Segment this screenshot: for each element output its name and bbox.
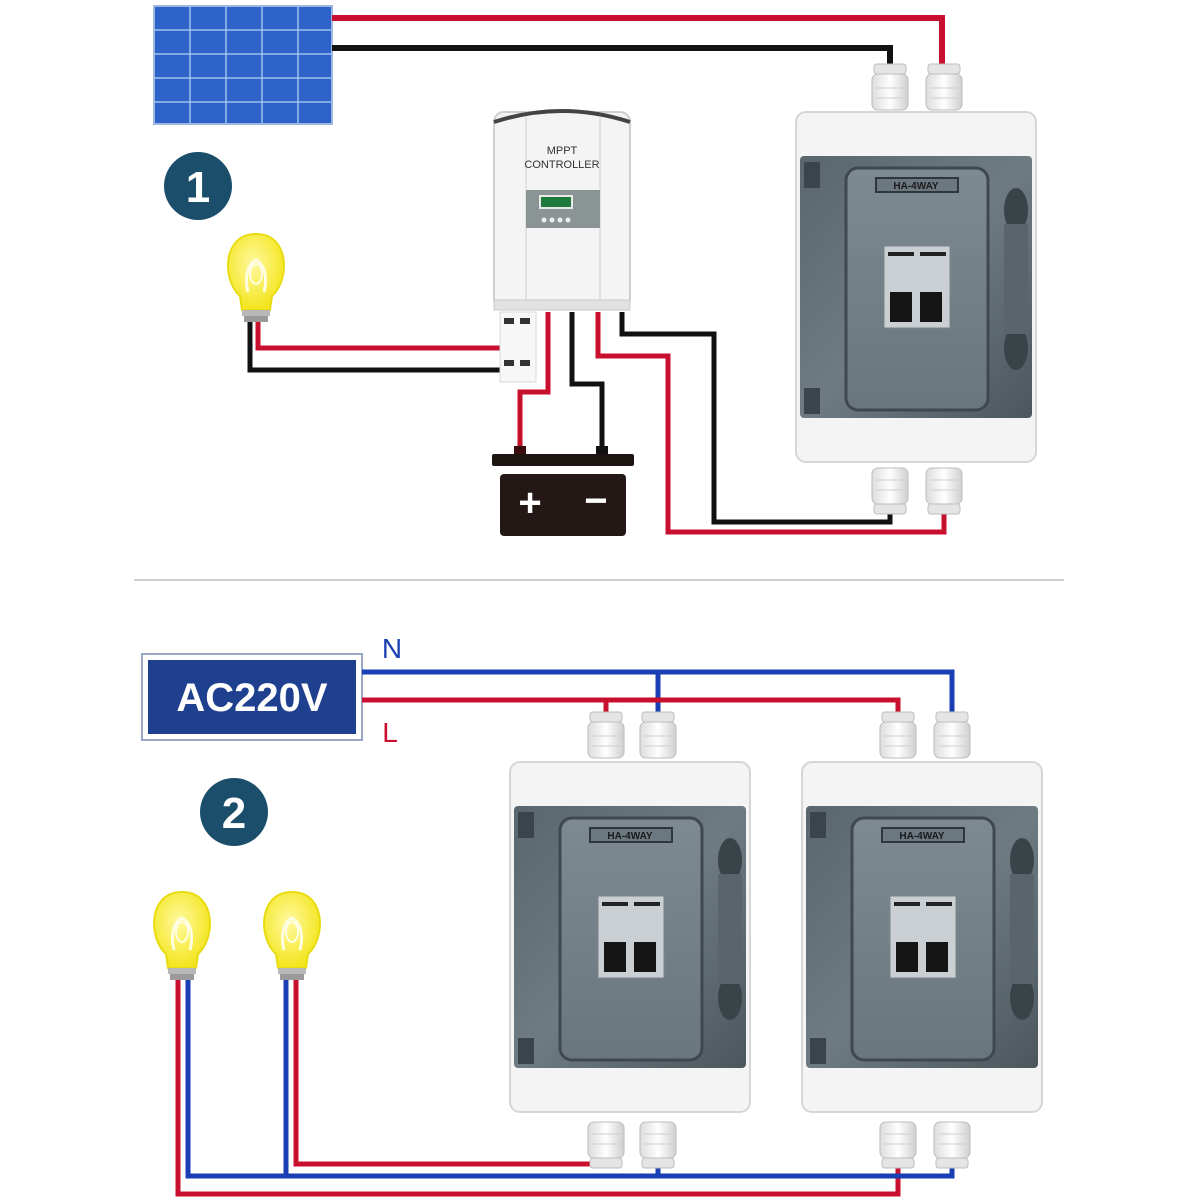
enclosure-label: HA-4WAY [893, 181, 939, 192]
live-label: L [382, 717, 398, 748]
solar-wires [332, 15, 945, 64]
distribution-box-1: HA-4WAY [794, 63, 1038, 515]
mppt-controller: MPPT CONTROLLER [493, 109, 631, 383]
distribution-box-3: HA-4WAY [800, 711, 1044, 1169]
step-badge-1: 1 [164, 152, 232, 220]
load-wires-ac [175, 980, 955, 1197]
neutral-label: N [382, 633, 402, 664]
step-badge-2-label: 2 [222, 789, 246, 838]
solar-panel-icon [153, 5, 333, 125]
battery-positive-symbol: + [518, 481, 541, 525]
light-bulb-icon [226, 232, 286, 324]
step-badge-1-label: 1 [186, 163, 210, 212]
controller-label-line1: MPPT [547, 145, 578, 157]
ac-source-label: AC220V [176, 676, 328, 720]
enclosure-label: HA-4WAY [607, 831, 653, 842]
step-badge-2: 2 [200, 778, 268, 846]
light-bulb-icon [152, 890, 212, 982]
controller-label-line2: CONTROLLER [524, 159, 599, 171]
light-bulb-icon [262, 890, 322, 982]
enclosure-label: HA-4WAY [899, 831, 945, 842]
battery-icon: + − [492, 446, 634, 536]
load-wires [247, 322, 512, 373]
controller-wires [517, 312, 947, 535]
ac-supply-wires [362, 669, 955, 712]
ac-source: AC220V [141, 653, 363, 741]
battery-negative-symbol: − [584, 479, 607, 523]
distribution-box-2: HA-4WAY [508, 711, 752, 1169]
